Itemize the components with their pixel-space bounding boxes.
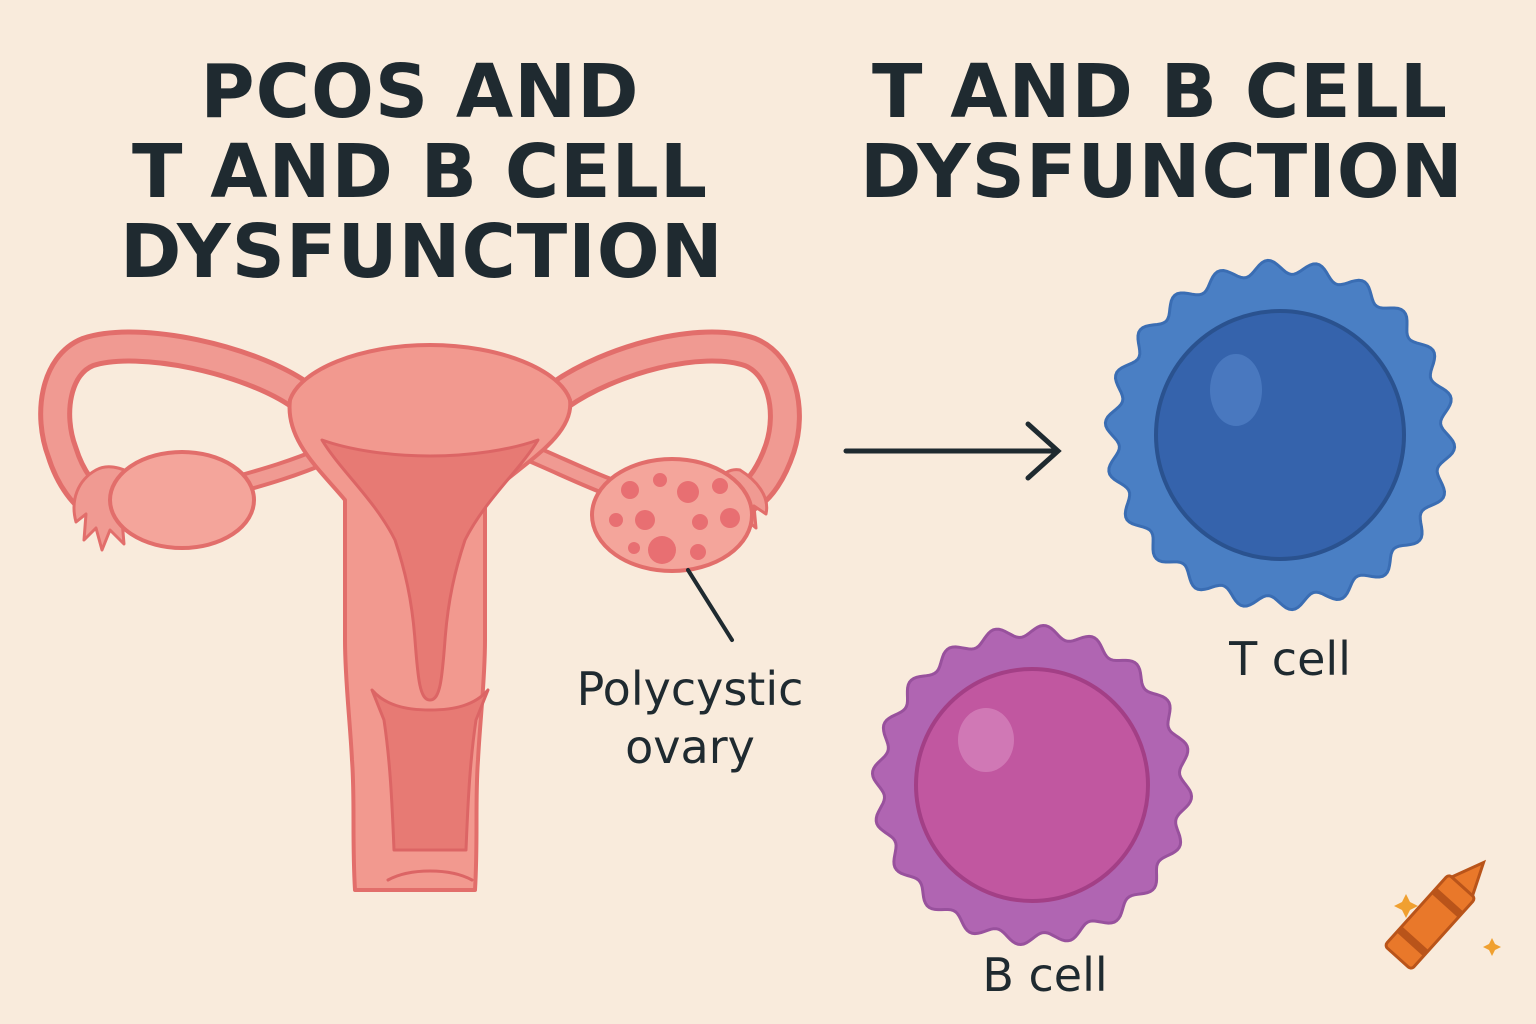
polycystic-ovary-label-line-2: ovary [625,720,755,774]
left-title-line-3: DYSFUNCTION [120,209,724,295]
left-ovary [108,450,256,550]
b-cell-icon [870,623,1194,947]
right-title-line-2: DYSFUNCTION [860,129,1464,215]
ovary-pointer-line [686,568,734,642]
left-title-line-1: PCOS AND [200,49,640,135]
t-cell-icon [1103,258,1457,612]
right-title-line-1: T AND B CELL [872,49,1448,135]
right-title: T AND B CELL DYSFUNCTION [860,49,1464,215]
crayon-icon [1384,859,1501,970]
uterine-cavity [320,438,540,702]
b-cell-label: B cell [982,948,1108,1002]
uterus-icon [38,329,802,892]
polycystic-ovary-label: Polycystic ovary [520,660,860,776]
t-cell-nucleus [1154,309,1406,561]
polycystic-ovary-label-line-1: Polycystic [576,662,804,716]
arrow-right-icon [843,421,1062,481]
cervix [370,688,490,852]
left-title: PCOS AND T AND B CELL DYSFUNCTION [120,49,724,295]
b-cell-nucleus [914,667,1150,903]
left-title-line-2: T AND B CELL [132,129,708,215]
t-cell-label: T cell [1229,632,1351,686]
polycystic-ovary-icon [590,457,754,573]
